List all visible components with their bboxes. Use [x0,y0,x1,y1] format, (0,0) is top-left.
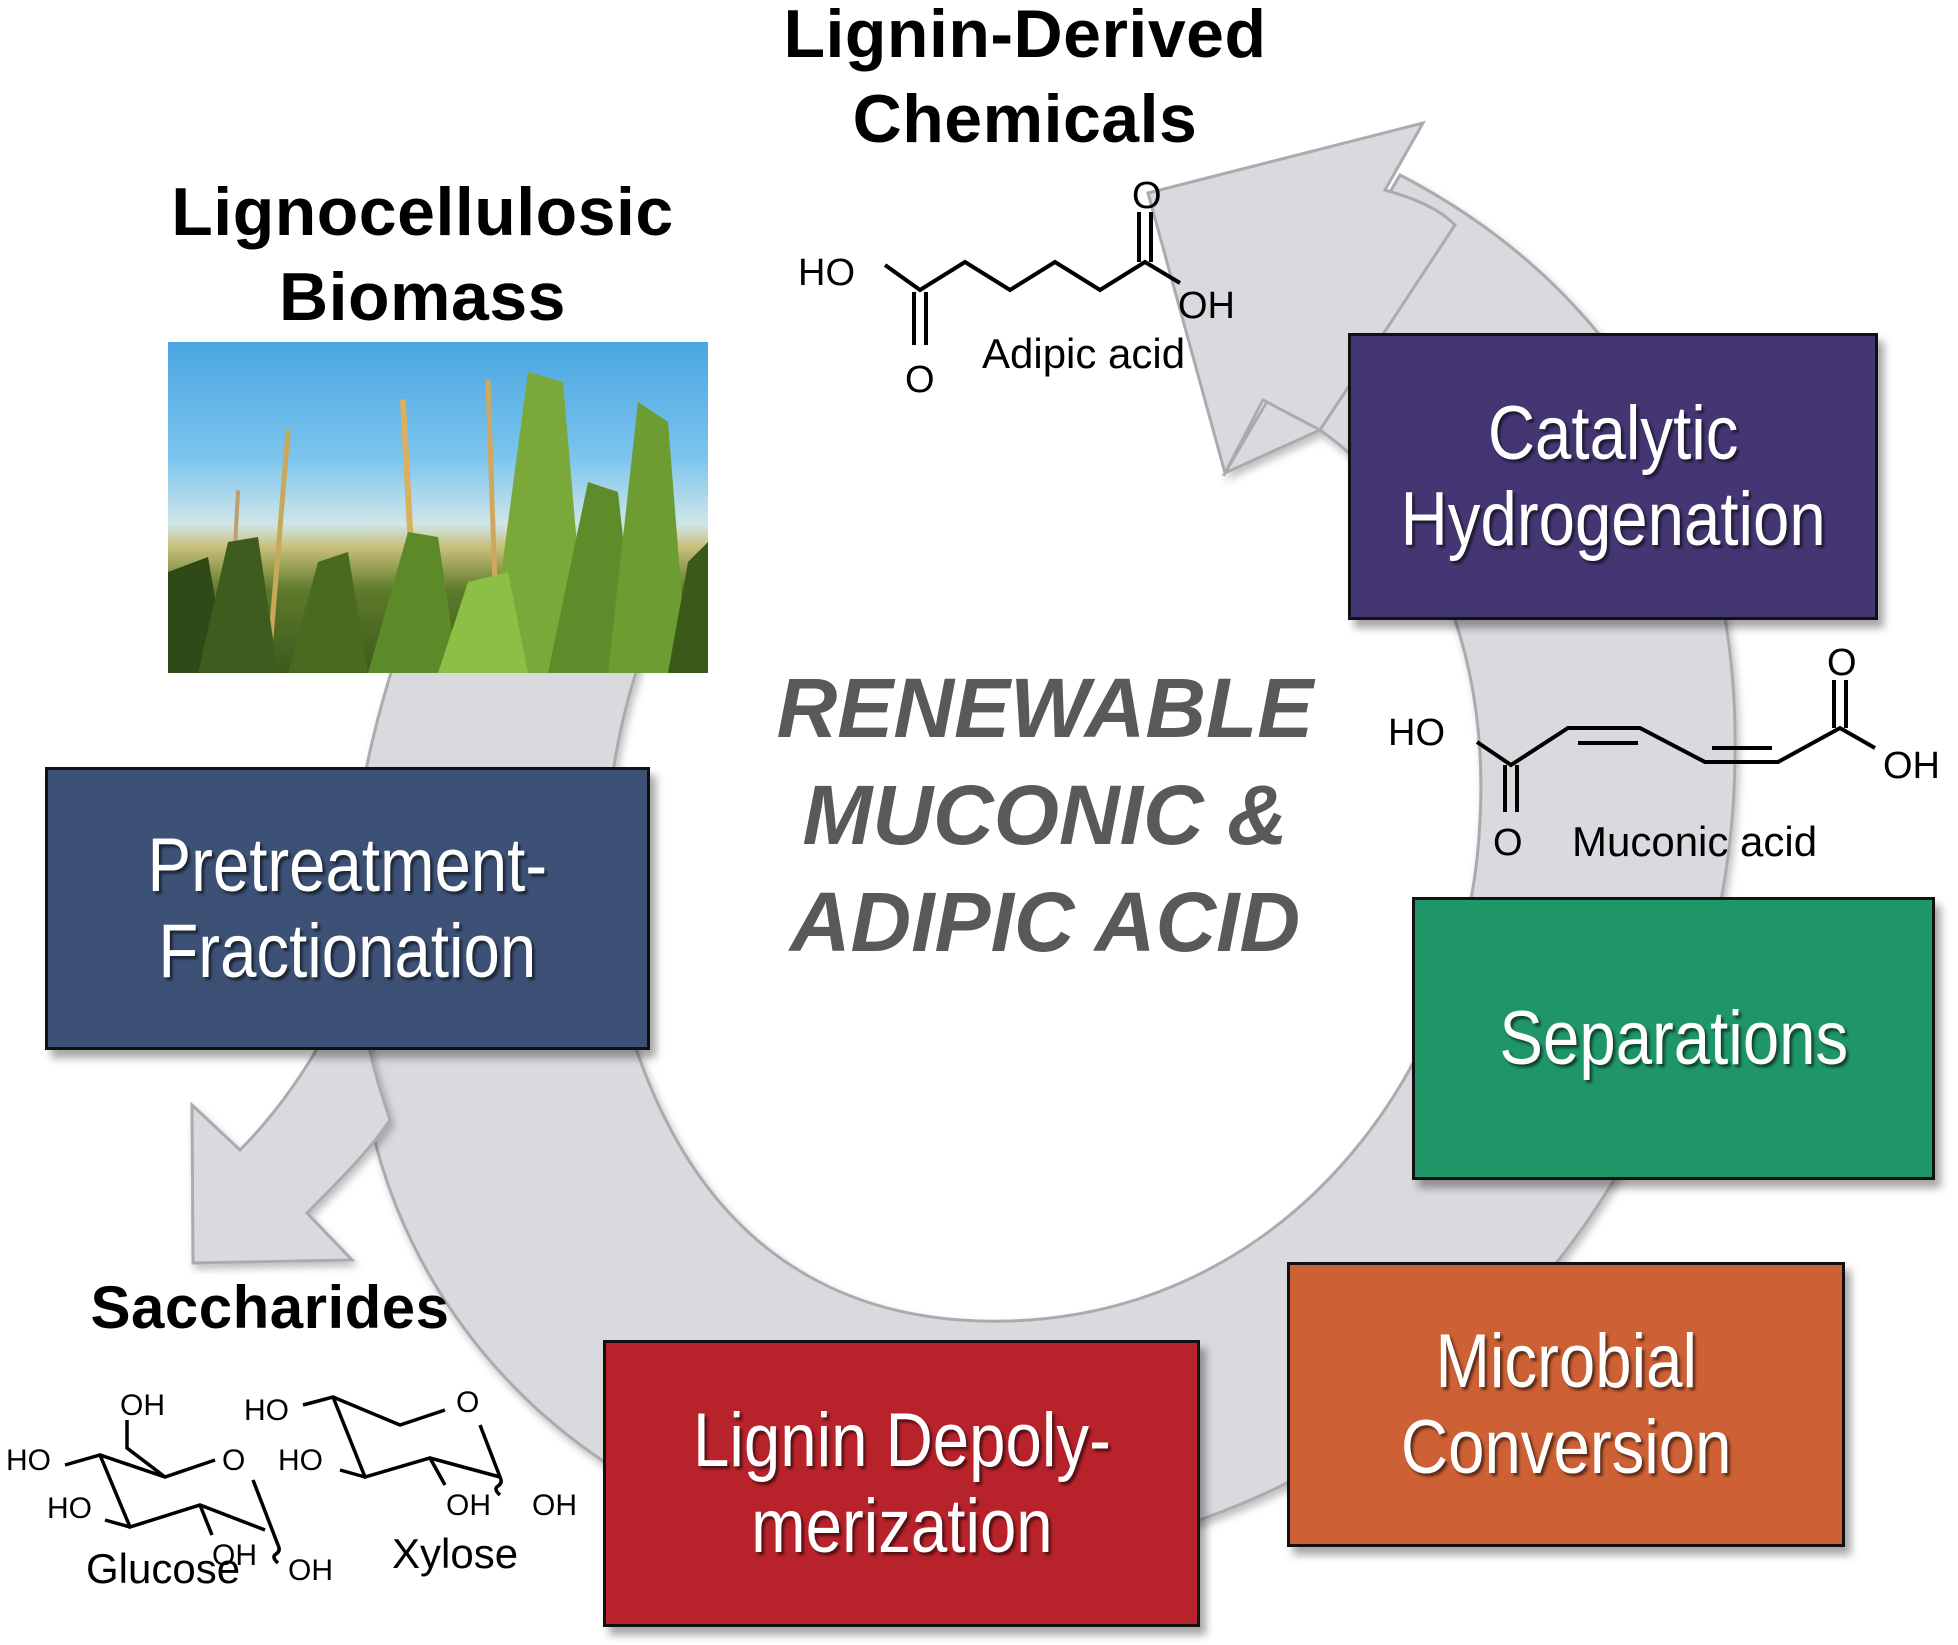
heading-line: Lignin-Derived [783,0,1267,72]
center-title-line: ADIPIC ACID [789,875,1301,969]
step-label-line: Microbial [1435,1319,1697,1405]
heading-line: Lignocellulosic [171,174,674,250]
muconic-acid-label: Muconic acid [1572,818,1818,865]
muconic-o-bottom: O [1493,822,1523,864]
xylose-label: Xylose [392,1530,519,1577]
arrowhead-saccharides [190,1038,392,1265]
muconic-acid-structure [1475,680,1876,812]
heading-line: Biomass [279,259,566,335]
heading-lignin-derived-chemicals: Lignin-Derived Chemicals [680,0,1370,162]
step-lignin-depolymerization: Lignin Depoly- merization [603,1340,1200,1627]
heading-lignocellulosic-biomass: Lignocellulosic Biomass [100,170,745,340]
step-catalytic-hydrogenation: Catalytic Hydrogenation [1348,333,1878,620]
step-microbial-conversion: Microbial Conversion [1287,1262,1845,1547]
arrowhead-top [1146,120,1457,478]
center-title-line: MUCONIC & [802,768,1288,862]
step-separations: Separations [1412,897,1935,1180]
glucose-oh-top: OH [120,1389,165,1422]
glucose-oh-1: OH [288,1554,333,1587]
step-label-line: Conversion [1400,1404,1732,1490]
muconic-o-top: O [1827,642,1857,684]
step-label-line: Lignin Depoly- [692,1398,1111,1484]
xylose-ho-2: HO [278,1444,323,1477]
adipic-o-top: O [1132,175,1162,217]
step-label-line: Fractionation [158,908,537,994]
step-pretreatment-fractionation: Pretreatment- Fractionation [45,767,650,1050]
xylose-ho-1: HO [244,1394,289,1427]
xylose-oh-1: OH [532,1489,577,1522]
center-title-line: RENEWABLE [776,661,1314,755]
corn-field-illustration [168,372,708,673]
adipic-ho: HO [798,252,855,294]
glucose-label: Glucose [86,1545,241,1592]
heading-saccharides: Saccharides [90,1274,450,1341]
glucose-o-ring: O [222,1444,245,1477]
step-label-line: merization [750,1483,1053,1569]
step-label-line: Catalytic [1487,391,1739,477]
glucose-ho-2: HO [47,1492,92,1525]
center-title: RENEWABLE MUCONIC & ADIPIC ACID [700,655,1390,976]
xylose-structure [302,1395,503,1497]
adipic-oh: OH [1178,285,1235,327]
xylose-o-ring: O [456,1386,479,1419]
adipic-acid-structure [883,212,1182,345]
glucose-oh-2: OH [212,1539,257,1572]
heading-line: Chemicals [852,81,1198,157]
muconic-ho: HO [1388,712,1445,754]
xylose-oh-2: OH [446,1489,491,1522]
biomass-photo [168,342,708,673]
adipic-acid-label: Adipic acid [982,330,1186,377]
adipic-o-bottom: O [905,359,935,401]
step-label-line: Separations [1499,995,1848,1081]
step-label-line: Hydrogenation [1400,476,1826,562]
step-label-line: Pretreatment- [147,823,548,909]
glucose-ho-1: HO [6,1444,51,1477]
glucose-structure [64,1420,281,1565]
muconic-oh: OH [1883,745,1940,787]
